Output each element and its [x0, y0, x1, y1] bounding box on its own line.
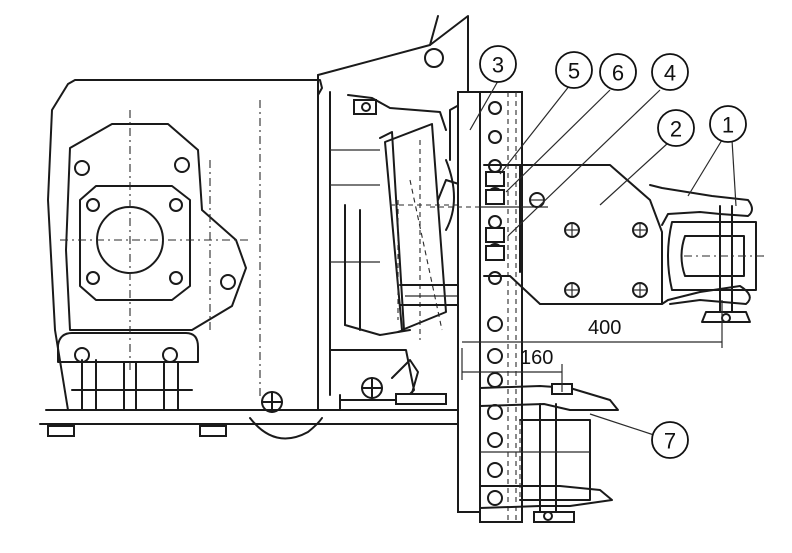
- mounting-frame: [249, 15, 471, 440]
- callout-1-label: 1: [722, 113, 734, 138]
- callout-2-label: 2: [670, 117, 682, 142]
- clevis-upper: [649, 184, 764, 323]
- vertical-bar: [430, 91, 548, 523]
- dimension-160: 160: [461, 347, 563, 392]
- callout-7: 7: [651, 421, 689, 459]
- leader-lines: [469, 80, 737, 438]
- dimension-400: 400: [462, 300, 723, 348]
- callout-2: 2: [657, 109, 695, 147]
- callout-5: 5: [555, 51, 593, 89]
- callout-3-label: 3: [492, 53, 504, 78]
- callout-6-label: 6: [612, 61, 624, 86]
- dimension-160-label: 160: [520, 347, 553, 369]
- dimension-400-label: 400: [588, 317, 621, 339]
- callout-5-label: 5: [568, 59, 580, 84]
- callout-3: 3: [479, 45, 517, 83]
- callout-4-label: 4: [664, 61, 676, 86]
- mounting-plate: [483, 164, 663, 305]
- callout-7-label: 7: [664, 429, 676, 454]
- callout-4: 4: [651, 53, 689, 91]
- gearbox-housing: [39, 79, 463, 437]
- callout-1: 1: [709, 105, 747, 143]
- callout-6: 6: [599, 53, 637, 91]
